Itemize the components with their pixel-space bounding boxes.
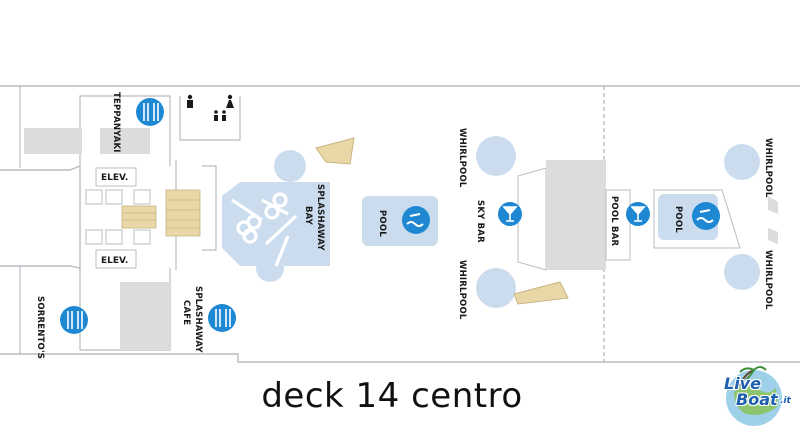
splashaway-bay [222,137,355,282]
elevator-shafts [85,189,151,245]
pool-2-label: POOL [673,206,683,233]
sky-bar-label: SKY BAR [475,200,485,243]
whirlpool-2-label: WHIRLPOOL [457,260,467,320]
stairs [121,189,201,237]
pool-icon [402,206,430,234]
splashaway-cafe-label: SPLASHAWAY [193,286,203,353]
hull-outline [0,85,800,363]
deck-caption: deck 14 centro [261,376,523,416]
logo-text-suffix: .it [780,396,791,406]
pool-1-label: POOL [377,210,387,237]
splashaway-cafe-label-2: CAFE [181,300,191,325]
splashaway-bay-label: SPLASHAWAY [315,184,325,251]
elevator-bottom-box [95,249,137,269]
logo-text-boat: Boat [736,390,778,409]
elevator-bottom-label: ELEV. [101,256,128,266]
whirlpool-1-label: WHIRLPOOL [457,128,467,188]
service-area-top-2 [100,128,150,154]
restroom-men-icon [187,94,193,108]
liveboat-logo: Live Boat .it [716,352,798,436]
teppanyaki-label: TEPPANYAKI [111,92,121,153]
dining-icon [60,306,88,334]
sorrentos-label: SORRENTO'S [35,296,45,359]
accessible-restroom-icon [214,110,226,121]
globe-icon [726,366,782,426]
whirlpool-4-label: WHIRLPOOL [763,250,773,310]
cocktail-icon [626,202,650,226]
whirlpool-3-label: WHIRLPOOL [763,138,773,198]
elevator-top-box [95,167,137,187]
cocktail-icon [498,202,522,226]
elevator-top-label: ELEV. [101,173,128,183]
dining-icon [208,304,236,332]
logo-text-live: Live [724,374,761,393]
pool-icon [692,202,720,230]
restroom-women-icon [226,94,234,108]
pool-bar-label: POOL BAR [609,196,619,247]
service-area-top [24,128,82,154]
service-area-bottom [120,282,170,350]
splashaway-bay-label-2: BAY [303,206,313,226]
dining-icon [136,98,164,126]
sky-bar [476,136,606,308]
